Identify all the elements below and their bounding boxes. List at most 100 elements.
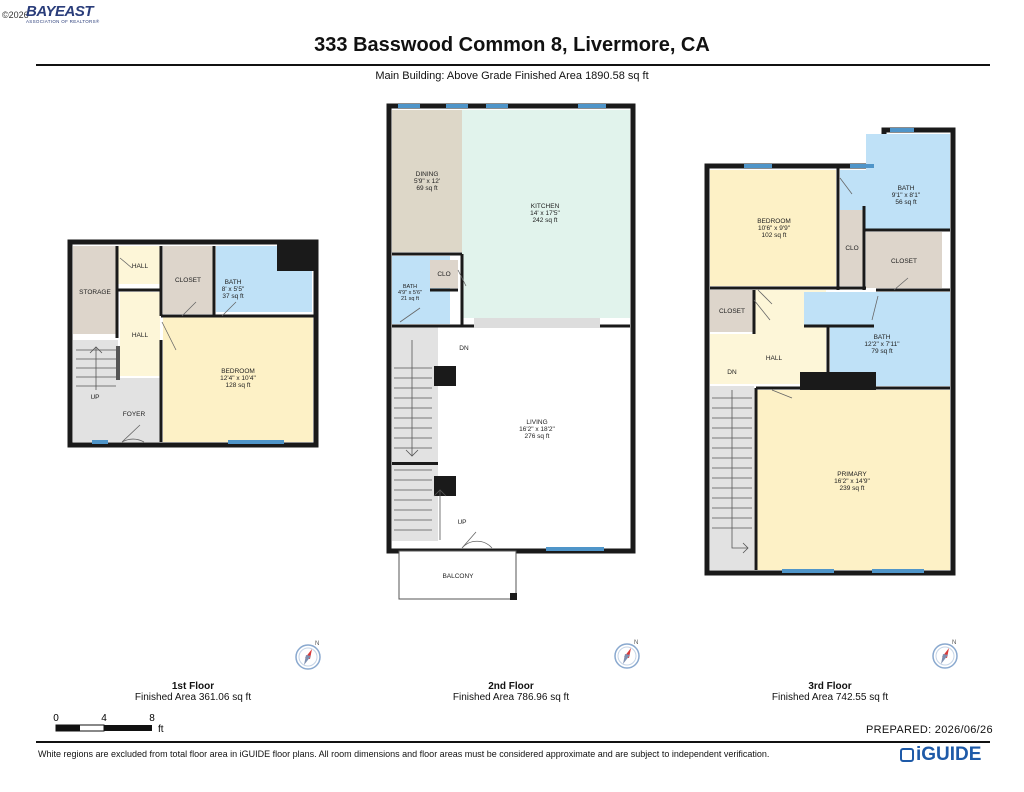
room-storage xyxy=(73,246,116,334)
room-area: 102 sq ft xyxy=(762,232,787,239)
floor-3-labels: BEDROOM 10'6" x 9'9" 102 sq ft BATH 9'1"… xyxy=(719,185,921,492)
room-label: PRIMARY xyxy=(837,471,867,478)
room-bath-b xyxy=(830,292,950,386)
room-label: UP xyxy=(90,394,99,401)
scale-tick: 0 xyxy=(53,713,59,724)
room-label: UP xyxy=(457,519,466,526)
room-label: STORAGE xyxy=(79,289,111,296)
compass-floor-1: N xyxy=(295,641,321,670)
floor-3-interior-walls xyxy=(710,168,950,570)
compass-floor-2: N xyxy=(614,640,640,669)
compass-n-label: N xyxy=(315,641,319,647)
floor-3-plan xyxy=(704,127,956,576)
window xyxy=(92,440,108,444)
room-bath-a-upper xyxy=(866,134,950,230)
iguide-mark-icon xyxy=(900,748,914,762)
wall-block xyxy=(800,372,876,390)
iguide-brand-text: iGUIDE xyxy=(916,744,982,765)
room-clo xyxy=(430,260,458,288)
stair-area xyxy=(392,327,438,541)
room-label: BEDROOM xyxy=(221,368,255,375)
room-area: 276 sq ft xyxy=(525,433,550,440)
room-label: BATH xyxy=(874,334,891,341)
room-label: DN xyxy=(727,369,737,376)
floor-2-title: 2nd Floor xyxy=(488,681,534,692)
room-label: CLOSET xyxy=(891,258,917,265)
floor-1-interior-walls xyxy=(115,246,316,442)
window xyxy=(228,440,284,444)
floor-3-title: 3rd Floor xyxy=(808,681,852,692)
room-dims: 12'2" x 7'11" xyxy=(864,341,900,348)
stair-divider xyxy=(392,462,438,465)
floor-2-plan xyxy=(386,103,636,600)
room-closet-a xyxy=(866,232,942,288)
room-dims: 12'4" x 10'4" xyxy=(220,375,256,382)
room-label: KITCHEN xyxy=(531,203,560,210)
floor-2-interior-walls xyxy=(392,252,630,328)
footer-divider xyxy=(36,741,990,743)
room-label: BATH xyxy=(403,284,417,290)
room-label: DINING xyxy=(416,171,439,178)
wall-block xyxy=(434,366,456,386)
kitchen-counter xyxy=(474,318,600,328)
room-dims: 16'2" x 18'2" xyxy=(519,426,555,433)
room-hall-west xyxy=(710,334,756,384)
room-dims: 14' x 17'5" xyxy=(530,210,560,217)
room-label: BALCONY xyxy=(442,573,474,580)
stairs-2 xyxy=(394,340,447,540)
room-bedroom xyxy=(163,317,313,442)
room-area: 242 sq ft xyxy=(533,217,558,224)
wall-block xyxy=(277,244,315,271)
room-label: FOYER xyxy=(123,411,146,418)
room-dims: 10'6" x 9'9" xyxy=(758,225,791,232)
floor-3-windows xyxy=(744,128,924,573)
room-closet-b xyxy=(710,290,754,332)
room-area: 21 sq ft xyxy=(401,296,420,302)
scale-tick: 8 xyxy=(149,713,155,724)
room-kitchen xyxy=(462,110,630,318)
room-area: 239 sq ft xyxy=(840,485,865,492)
room-label: CLOSET xyxy=(175,277,201,284)
doors-2 xyxy=(399,269,493,549)
room-label: HALL xyxy=(132,332,149,339)
room-hall-a xyxy=(118,246,160,284)
room-area: 128 sq ft xyxy=(226,382,251,389)
room-label: CLO xyxy=(437,271,450,278)
floor-2-windows xyxy=(398,104,606,551)
scale-bar: 0 4 8 ft xyxy=(53,713,164,735)
room-hall-b xyxy=(120,292,160,376)
room-balcony xyxy=(398,550,517,600)
room-dining xyxy=(392,110,462,252)
doors-1 xyxy=(119,257,237,443)
scale-unit: ft xyxy=(158,724,164,735)
floor-1-title: 1st Floor xyxy=(171,681,215,692)
iguide-logo: iGUIDE xyxy=(900,744,981,766)
stairs-1 xyxy=(76,346,116,390)
logo-main-text: BAYEAST xyxy=(26,3,94,20)
room-clo xyxy=(840,210,864,286)
room-label: LIVING xyxy=(526,419,547,426)
room-primary xyxy=(756,390,950,570)
title-divider xyxy=(36,64,990,66)
room-label: HALL xyxy=(132,263,149,270)
stairs-3 xyxy=(712,390,752,554)
compass-n-label: N xyxy=(952,640,956,646)
room-dims: 16'2" x 14'9" xyxy=(834,478,870,485)
room-area: 79 sq ft xyxy=(871,348,893,355)
compass-floor-3: N xyxy=(932,640,958,669)
logo-sub-text: ASSOCIATION OF REALTORS® xyxy=(26,19,100,24)
room-label: CLO xyxy=(845,245,858,252)
floor-2-area: Finished Area 786.96 sq ft xyxy=(452,692,570,703)
floor-1-area: Finished Area 361.06 sq ft xyxy=(134,692,252,703)
room-living xyxy=(438,330,630,542)
room-dims: 9'1" x 8'1" xyxy=(892,192,921,199)
bayeast-logo: BAYEAST ASSOCIATION OF REALTORS® xyxy=(26,4,100,25)
room-label: BEDROOM xyxy=(757,218,791,225)
prepared-date: PREPARED: 2026/06/26 xyxy=(866,724,993,736)
building-area-subtitle: Main Building: Above Grade Finished Area… xyxy=(375,70,649,82)
room-dims: 4'9" x 5'6" xyxy=(398,290,422,296)
stair-rail xyxy=(116,346,120,380)
floor-3-area: Finished Area 742.55 sq ft xyxy=(771,692,889,703)
room-dims: 8' x 5'5" xyxy=(222,286,245,293)
